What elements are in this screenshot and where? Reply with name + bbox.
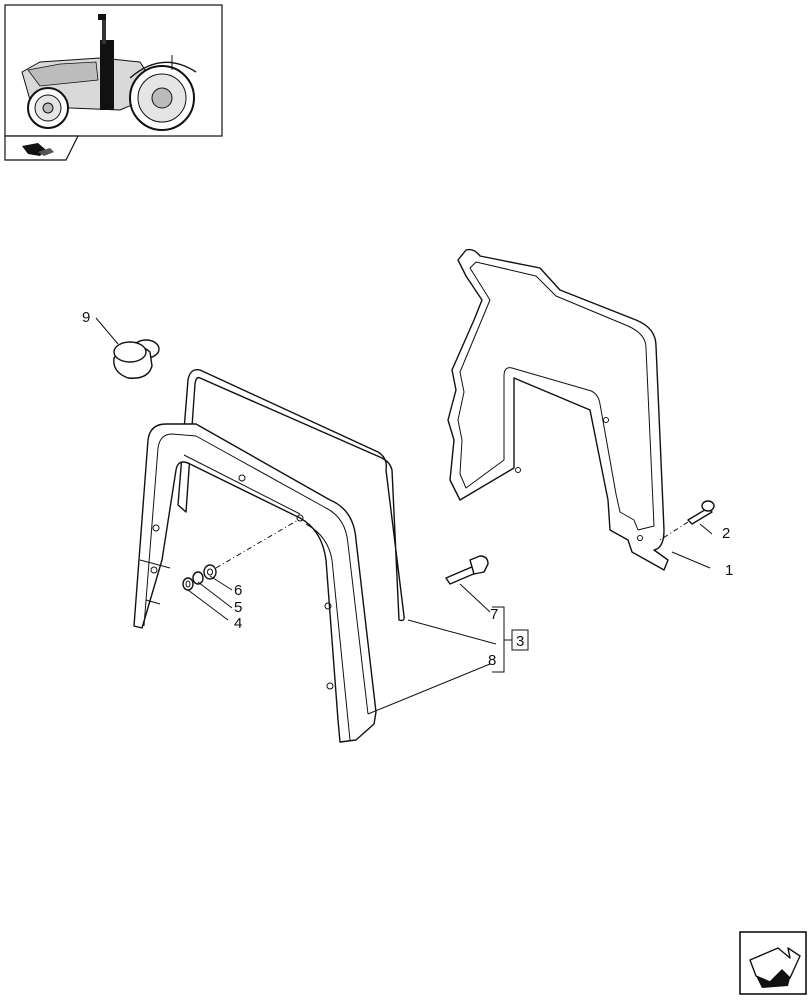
callout-8: 8 <box>488 652 496 669</box>
callout-6: 6 <box>234 582 242 599</box>
callout-5: 5 <box>234 599 242 616</box>
next-page-arrow-icon[interactable] <box>739 931 807 995</box>
tractor-thumbnail-icon <box>21 14 197 131</box>
part-4-washer <box>182 577 194 591</box>
callout-1: 1 <box>725 562 733 579</box>
callout-3: 3 <box>516 633 524 650</box>
part-5-lockwasher <box>192 571 204 585</box>
bolt-2-axis-line <box>659 521 689 541</box>
part-6-nut <box>203 564 217 580</box>
callout-4: 4 <box>234 615 242 632</box>
part-8-frame <box>133 423 377 743</box>
part-1-gasket <box>447 248 669 571</box>
part-9-plug <box>113 339 160 379</box>
thumbnail-tab-icon <box>4 135 79 161</box>
nut-axis-line <box>215 519 299 569</box>
callout-2: 2 <box>722 525 730 542</box>
callout-9: 9 <box>82 309 90 326</box>
callout-7: 7 <box>490 606 498 623</box>
leader-lines <box>95 317 713 715</box>
part-7-seal <box>177 369 405 622</box>
tractor-thumbnail <box>4 4 223 161</box>
long-screw <box>445 555 489 585</box>
part-2-bolt <box>687 500 715 525</box>
